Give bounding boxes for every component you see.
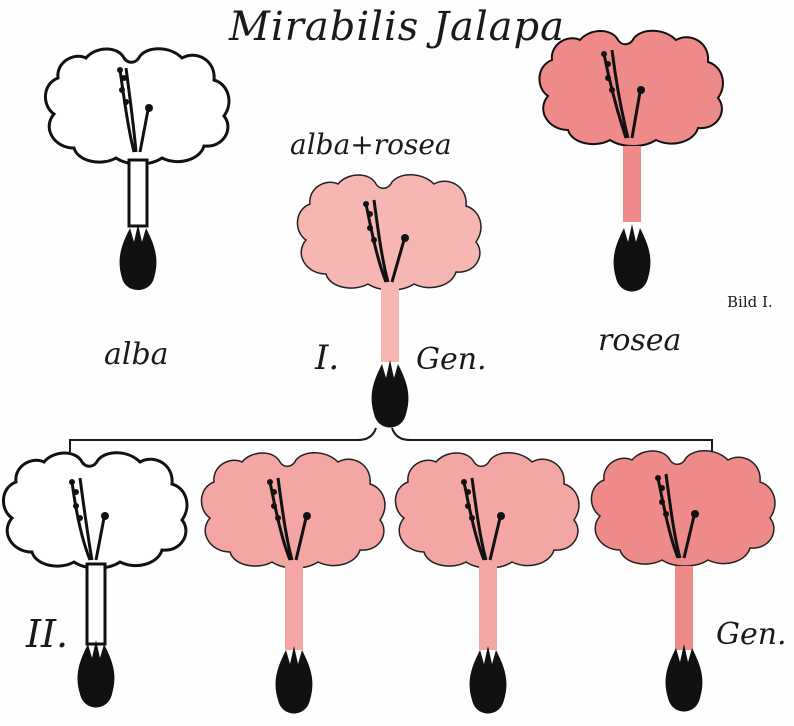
- flower-tube: [285, 566, 303, 650]
- cross-label: alba+rosea: [290, 128, 452, 161]
- corolla: [3, 453, 187, 568]
- calyx: [666, 644, 703, 712]
- bracket-left: [70, 428, 376, 452]
- bracket-right: [392, 428, 712, 452]
- calyx: [120, 224, 157, 290]
- corolla: [591, 451, 775, 566]
- calyx: [372, 360, 409, 428]
- calyx: [614, 224, 651, 292]
- generation-1-label: Gen.: [416, 342, 487, 377]
- generation-2-numeral: II.: [26, 612, 68, 656]
- calyx: [78, 640, 115, 708]
- parent-alba-label: alba: [104, 337, 169, 372]
- flower-f2-white: [3, 453, 187, 708]
- figure-label: Bild I.: [727, 293, 773, 311]
- flower-f2-pink-2: [395, 453, 579, 714]
- diagram-title: Mirabilis Jalapa: [0, 4, 794, 50]
- generation-2-label: Gen.: [716, 617, 787, 652]
- flower-tube: [675, 566, 693, 650]
- flower-tube: [623, 146, 641, 222]
- flower-parent-rosea: [539, 31, 723, 292]
- f2-bracket: [70, 428, 712, 452]
- flower-f2-deep-pink: [591, 451, 775, 712]
- flower-tube: [129, 160, 147, 226]
- flower-f1-hybrid: [297, 175, 481, 428]
- corolla: [297, 175, 481, 290]
- corolla: [395, 453, 579, 568]
- flower-parent-alba: [45, 49, 229, 290]
- calyx: [276, 646, 313, 714]
- calyx: [470, 646, 507, 714]
- flower-tube: [87, 564, 105, 644]
- corolla: [45, 49, 229, 164]
- generation-1-numeral: I.: [315, 338, 339, 378]
- flower-tube: [381, 288, 399, 362]
- parent-rosea-label: rosea: [598, 323, 681, 358]
- flower-f2-pink-1: [201, 453, 385, 714]
- flower-tube: [479, 566, 497, 650]
- corolla: [201, 453, 385, 568]
